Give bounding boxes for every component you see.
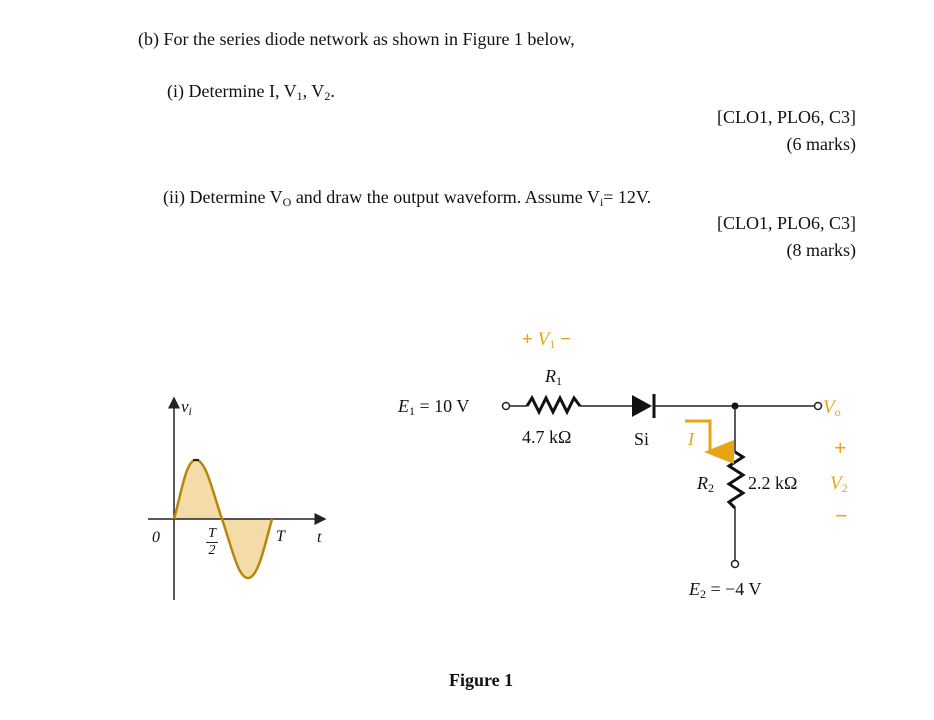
part-i-marks: (6 marks) [786, 134, 856, 154]
diode-symbol [632, 395, 652, 417]
wave-x-label: t [317, 529, 322, 546]
part-ii-marks: (8 marks) [786, 240, 856, 260]
e1-label: E1 = 10 V [398, 396, 470, 418]
vo-terminal [813, 401, 823, 411]
v2-plus: + [834, 435, 847, 460]
part-ii-clo: [CLO1, PLO6, C3] [717, 213, 856, 233]
wave-half-period-label: T 2 [206, 527, 218, 558]
v1-polarity-label: + V1 − [522, 329, 571, 351]
question-part-i: (i) Determine I, V1, V2. [167, 81, 335, 103]
r2-value: 2.2 kΩ [748, 473, 798, 493]
part-ii-sub-i: i [599, 195, 604, 209]
current-label: I [688, 429, 694, 449]
current-arrow-icon [685, 419, 734, 464]
question-part-ii: (ii) Determine VO and draw the output wa… [163, 187, 652, 209]
e2-label: E2 = −4 V [689, 579, 762, 601]
part-i-sub1: 1 [296, 89, 303, 103]
part-ii-sub-o: O [282, 195, 292, 209]
wave-origin-label: 0 [152, 529, 160, 546]
r2-resistor [726, 450, 746, 510]
part-ii-prefix: (ii) Determine V [163, 187, 283, 207]
part-i-suffix: . [330, 81, 335, 101]
wave-negative-half [222, 519, 272, 578]
e1-terminal [501, 401, 511, 411]
v2-label: V2 [830, 473, 848, 495]
part-ii-mid: and draw the output waveform. Assume V [291, 187, 600, 207]
part-i-sub2: 2 [324, 89, 331, 103]
question-part-b: (b) For the series diode network as show… [138, 29, 575, 49]
r2-label: R2 [697, 473, 714, 495]
r1-resistor [525, 394, 582, 416]
part-i-mid: , V [302, 81, 325, 101]
input-waveform [148, 396, 327, 600]
e2-terminal [730, 559, 740, 569]
part-i-clo: [CLO1, PLO6, C3] [717, 107, 856, 127]
sine-curve [172, 458, 274, 580]
part-ii-suffix: = 12V. [603, 187, 652, 207]
v2-minus: − [835, 503, 848, 528]
part-i-prefix: (i) Determine I, V [167, 81, 297, 101]
vo-label: Vo [823, 397, 841, 419]
wave-period-label: T [276, 528, 285, 545]
r1-label: R1 [545, 366, 562, 388]
wave-y-label: vi [181, 397, 192, 418]
circuit [501, 394, 823, 569]
r1-value: 4.7 kΩ [522, 427, 572, 447]
diode-label: Si [634, 429, 650, 449]
figure-caption: Figure 1 [449, 670, 514, 690]
